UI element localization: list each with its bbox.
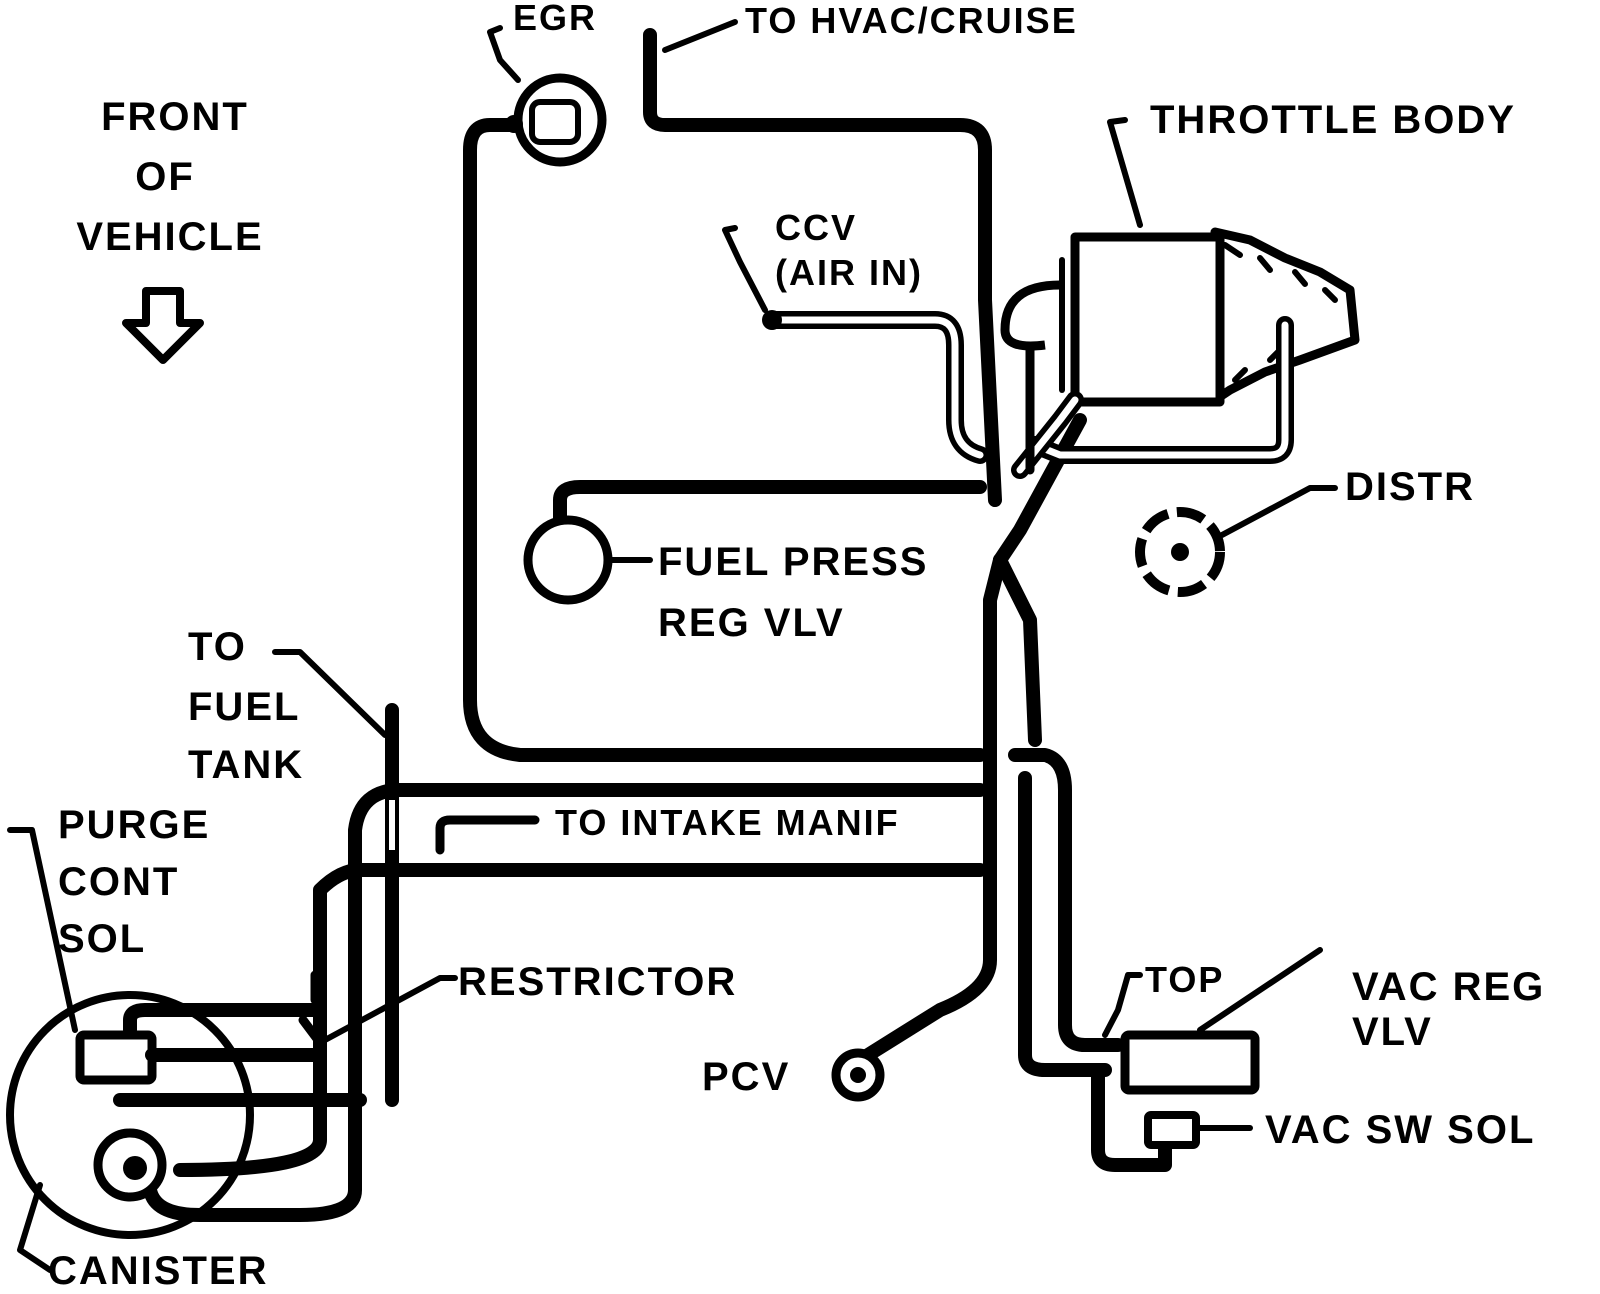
restrictor: RESTRICTOR (322, 960, 737, 1043)
canister-label: CANISTER (48, 1249, 268, 1293)
vac-reg-vlv-label: VLV (1352, 1010, 1433, 1054)
purge-label: PURGE (58, 803, 210, 847)
purge-control-solenoid: PURGE CONT SOL (58, 803, 210, 961)
vacuum-regulator-valve: TOP VAC REG VLV (1102, 947, 1545, 1095)
fuel-press-label: FUEL PRESS (658, 540, 928, 584)
canister: CANISTER (6, 783, 407, 1293)
hvac-leader (662, 19, 738, 53)
main-vacuum-hoses (353, 28, 1172, 1172)
distributor: DISTR (1135, 465, 1475, 597)
egr-label: EGR (513, 0, 597, 38)
hvac-cruise-label: TO HVAC/CRUISE (745, 0, 1078, 41)
to-label: TO (188, 625, 247, 669)
restrictor-label: RESTRICTOR (458, 960, 737, 1004)
pcv-label: PCV (702, 1055, 790, 1099)
to-intake-manif-label: TO INTAKE MANIF (555, 802, 900, 843)
ccv-air-in: CCV (AIR IN) (722, 207, 989, 464)
fuel-label: FUEL (188, 685, 300, 729)
front-label: FRONT (101, 95, 249, 139)
pcv-valve: PCV (702, 1048, 885, 1102)
sol-label: SOL (58, 917, 146, 961)
cont-label: CONT (58, 860, 179, 904)
down-arrow-icon (122, 287, 204, 364)
ccv-label: CCV (775, 207, 857, 248)
front-of-vehicle-indicator: FRONT OF VEHICLE (76, 95, 263, 364)
vac-sw-sol-label: VAC SW SOL (1265, 1108, 1535, 1152)
egr-valve: EGR (487, 0, 607, 167)
vac-reg-label: VAC REG (1352, 965, 1545, 1009)
distr-label: DISTR (1345, 465, 1475, 509)
throttle-body: THROTTLE BODY (1000, 98, 1516, 479)
throttle-body-label: THROTTLE BODY (1150, 98, 1516, 142)
top-label: TOP (1145, 959, 1224, 1000)
vacuum-switch-solenoid: VAC SW SOL (1144, 1108, 1535, 1152)
of-label: OF (135, 155, 195, 199)
reg-vlv-label: REG VLV (658, 601, 845, 645)
tank-label: TANK (188, 743, 304, 787)
fuel-pressure-regulator-valve: FUEL PRESS REG VLV (523, 515, 928, 645)
ccv-air-in-label: (AIR IN) (775, 252, 923, 293)
vehicle-label: VEHICLE (76, 215, 263, 259)
